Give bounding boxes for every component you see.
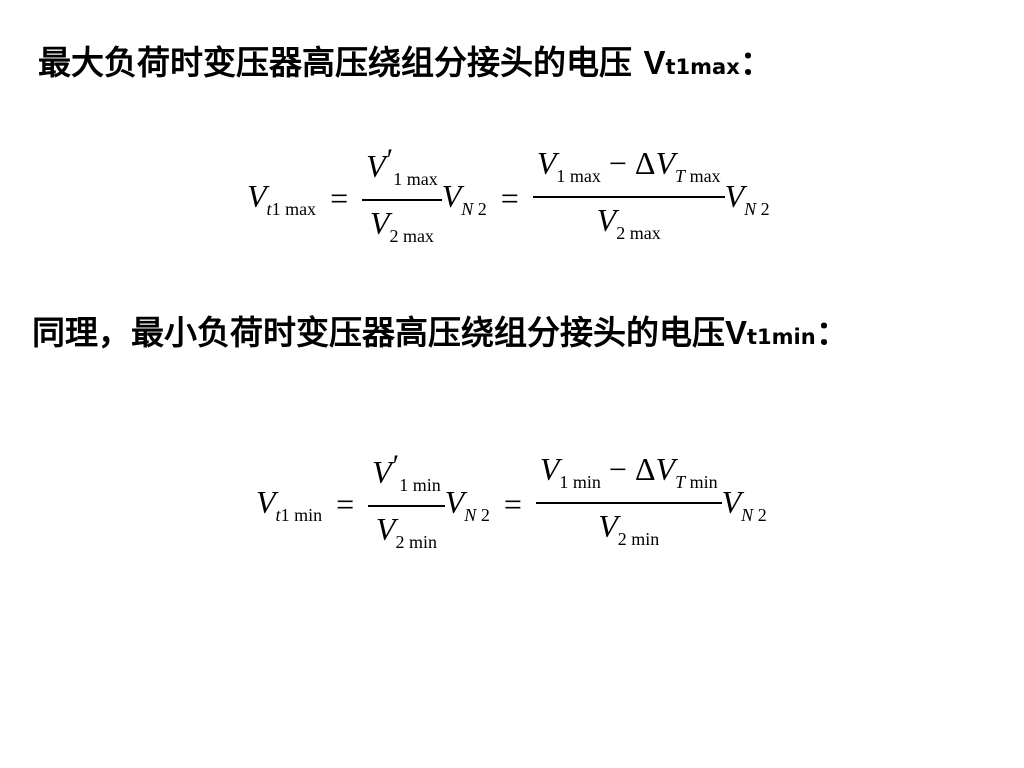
heading-min-text: 同理，最小负荷时变压器高压绕组分接头的电压 [32, 313, 725, 352]
formula-min-load: Vt1 min = V′1 min V2 min VN 2 = V1 min−Δ… [256, 446, 767, 564]
heading-min-sub: t1min [747, 325, 816, 349]
heading-min-colon: ： [815, 313, 849, 352]
fraction-bar [535, 502, 722, 504]
heading-min-load: 同理，最小负荷时变压器高压绕组分接头的电压Vt1min： [32, 306, 849, 354]
lhs-term: Vt1 min [256, 483, 323, 525]
equals-sign: = [503, 486, 522, 523]
vn-term: VN 2 [444, 483, 490, 525]
equals-sign: = [336, 486, 355, 523]
fraction-ratio: V′1 max V2 max [362, 140, 442, 258]
lhs-term: Vt1 max [247, 177, 317, 219]
heading-max-sub: t1max [665, 55, 740, 79]
equals-sign: = [330, 180, 349, 217]
heading-max-colon: ： [739, 43, 773, 82]
equals-sign: = [500, 180, 519, 217]
formula-max-load: Vt1 max = V′1 max V2 max VN 2 = V1 max−Δ… [247, 140, 770, 258]
vn-term: VN 2 [441, 177, 487, 219]
fraction-bar [532, 196, 725, 198]
heading-max-load: 最大负荷时变压器高压绕组分接头的电压 Vt1max： [38, 36, 773, 84]
vn-term: VN 2 [724, 177, 770, 219]
heading-max-var: V [643, 44, 666, 81]
fraction-full: V1 max−ΔVT max V2 max [532, 143, 725, 255]
fraction-ratio: V′1 min V2 min [368, 446, 445, 564]
fraction-bar [362, 199, 442, 201]
heading-min-var: V [725, 314, 748, 351]
fraction-full: V1 min−ΔVT min V2 min [535, 449, 722, 561]
fraction-bar [368, 505, 445, 507]
heading-max-text: 最大负荷时变压器高压绕组分接头的电压 [38, 43, 644, 82]
vn-term: VN 2 [721, 483, 767, 525]
